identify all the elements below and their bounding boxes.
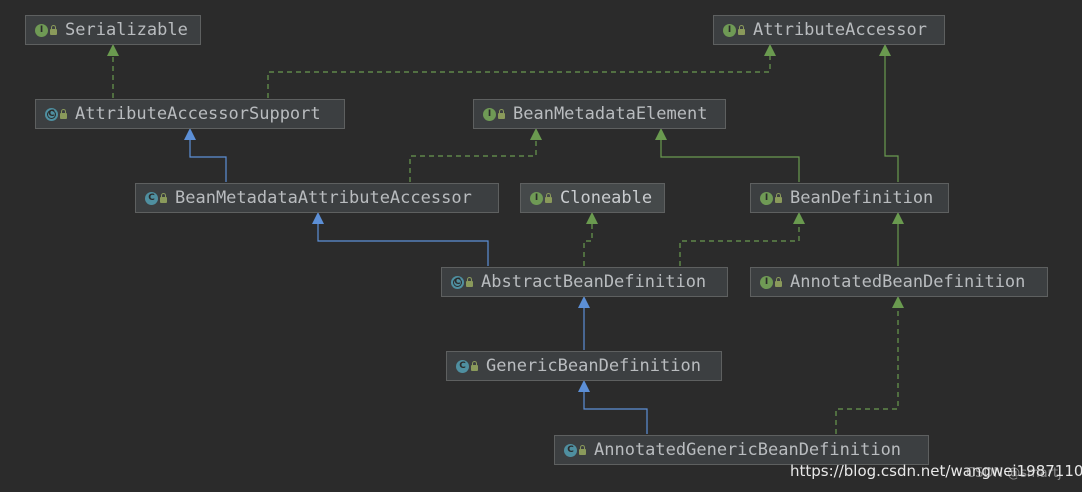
node-bean-metadata-element[interactable]: I BeanMetadataElement: [473, 99, 726, 129]
lock-icon: [498, 108, 505, 119]
lock-icon: [579, 444, 586, 455]
edge-abd-cloneable: [583, 212, 598, 266]
node-label: BeanMetadataElement: [513, 104, 708, 124]
watermark-url: https://blog.csdn.net/wangwei19871103: [790, 462, 1082, 480]
edge-bmaa-aas: [184, 128, 227, 182]
node-label: AnnotatedBeanDefinition: [790, 272, 1026, 292]
edge-abd-bd: [679, 212, 805, 266]
interface-icon: I: [35, 23, 48, 37]
interface-icon: I: [760, 191, 773, 205]
node-annotated-bean-definition[interactable]: I AnnotatedBeanDefinition: [750, 267, 1048, 297]
node-bean-metadata-attribute-accessor[interactable]: C BeanMetadataAttributeAccessor: [135, 183, 499, 213]
interface-icon: I: [483, 107, 496, 121]
abstract-class-icon: C: [45, 107, 58, 121]
edge-abd-bmaa: [312, 212, 489, 266]
node-label: Cloneable: [560, 188, 653, 208]
lock-icon: [775, 276, 782, 287]
abstract-class-icon: C: [451, 275, 464, 289]
node-cloneable[interactable]: I Cloneable: [520, 183, 665, 213]
edge-bmaa-bme: [409, 128, 542, 182]
interface-icon: I: [530, 191, 543, 205]
node-label: Serializable: [65, 20, 188, 40]
node-label: BeanDefinition: [790, 188, 934, 208]
lock-icon: [60, 108, 67, 119]
lock-icon: [160, 192, 167, 203]
node-label: AnnotatedGenericBeanDefinition: [594, 440, 902, 460]
node-label: AbstractBeanDefinition: [481, 272, 707, 292]
edge-aas-attributeaccessor: [267, 44, 776, 98]
node-generic-bean-definition[interactable]: C GenericBeanDefinition: [446, 351, 722, 381]
class-icon: C: [456, 359, 469, 373]
node-abstract-bean-definition[interactable]: C AbstractBeanDefinition: [441, 267, 728, 297]
lock-icon: [738, 24, 745, 35]
lock-icon: [545, 192, 552, 203]
edge-agbd-gbd: [578, 380, 648, 434]
node-label: BeanMetadataAttributeAccessor: [175, 188, 472, 208]
edge-agbd-abdef: [835, 296, 904, 434]
node-label: AttributeAccessorSupport: [75, 104, 321, 124]
lock-icon: [775, 192, 782, 203]
node-label: GenericBeanDefinition: [486, 356, 701, 376]
node-bean-definition[interactable]: I BeanDefinition: [750, 183, 949, 213]
lock-icon: [50, 24, 57, 35]
node-annotated-generic-bean-definition[interactable]: C AnnotatedGenericBeanDefinition: [554, 435, 929, 465]
edge-bd-bme: [655, 128, 800, 182]
class-icon: C: [145, 191, 158, 205]
node-attribute-accessor-support[interactable]: C AttributeAccessorSupport: [35, 99, 345, 129]
interface-icon: I: [723, 23, 736, 37]
node-label: AttributeAccessor: [753, 20, 927, 40]
node-serializable[interactable]: I Serializable: [25, 15, 201, 45]
lock-icon: [471, 360, 478, 371]
watermark-overlay: CSDN @smartj: [966, 466, 1062, 481]
lock-icon: [466, 276, 473, 287]
node-attribute-accessor[interactable]: I AttributeAccessor: [713, 15, 945, 45]
edge-bd-attributeaccessor: [885, 156, 898, 182]
class-icon: C: [564, 443, 577, 457]
edge-bd-attributeaccessor-line: [879, 44, 899, 182]
interface-icon: I: [760, 275, 773, 289]
